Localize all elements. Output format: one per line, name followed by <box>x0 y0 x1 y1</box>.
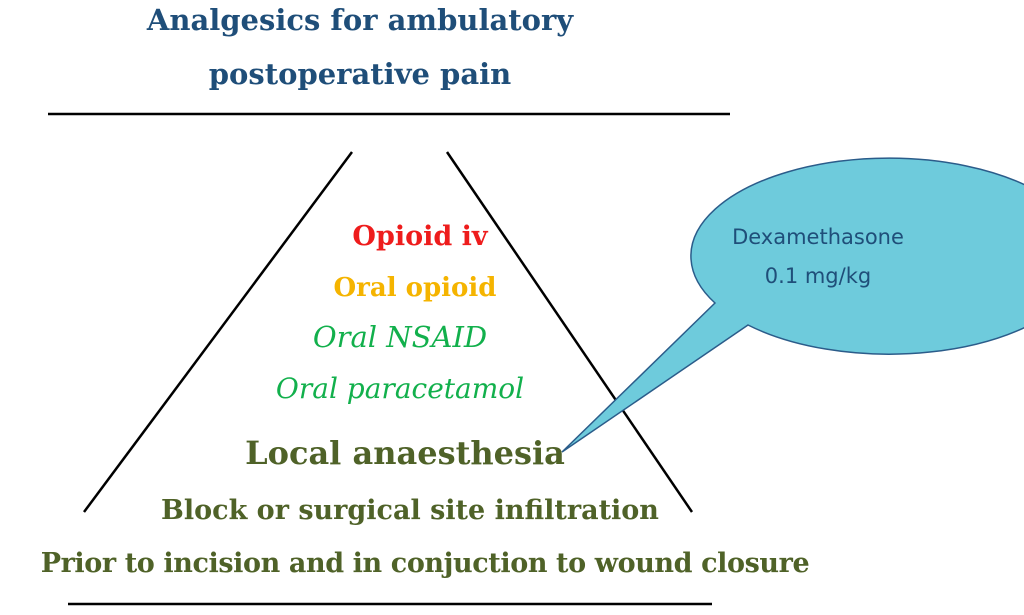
level-opioid-iv: Opioid iv <box>352 221 488 252</box>
level-timing-note: Prior to incision and in conjuction to w… <box>40 548 810 579</box>
level-oral-nsaid: Oral NSAID <box>312 320 488 354</box>
level-block-infiltration: Block or surgical site infiltration <box>161 495 659 526</box>
level-oral-paracetamol: Oral paracetamol <box>275 372 525 405</box>
callout-drug-name: Dexamethasone <box>732 225 904 249</box>
diagram-title-line-2: postoperative pain <box>208 57 512 91</box>
level-oral-opioid: Oral opioid <box>333 273 497 303</box>
pyramid-right-edge <box>445 151 694 513</box>
callout-bubble <box>561 157 1024 453</box>
diagram-title-line-1: Analgesics for ambulatory <box>146 3 574 37</box>
pyramid-left-edge <box>82 151 354 513</box>
callout-dose: 0.1 mg/kg <box>764 264 872 288</box>
level-local-anaesthesia: Local anaesthesia <box>245 434 565 472</box>
